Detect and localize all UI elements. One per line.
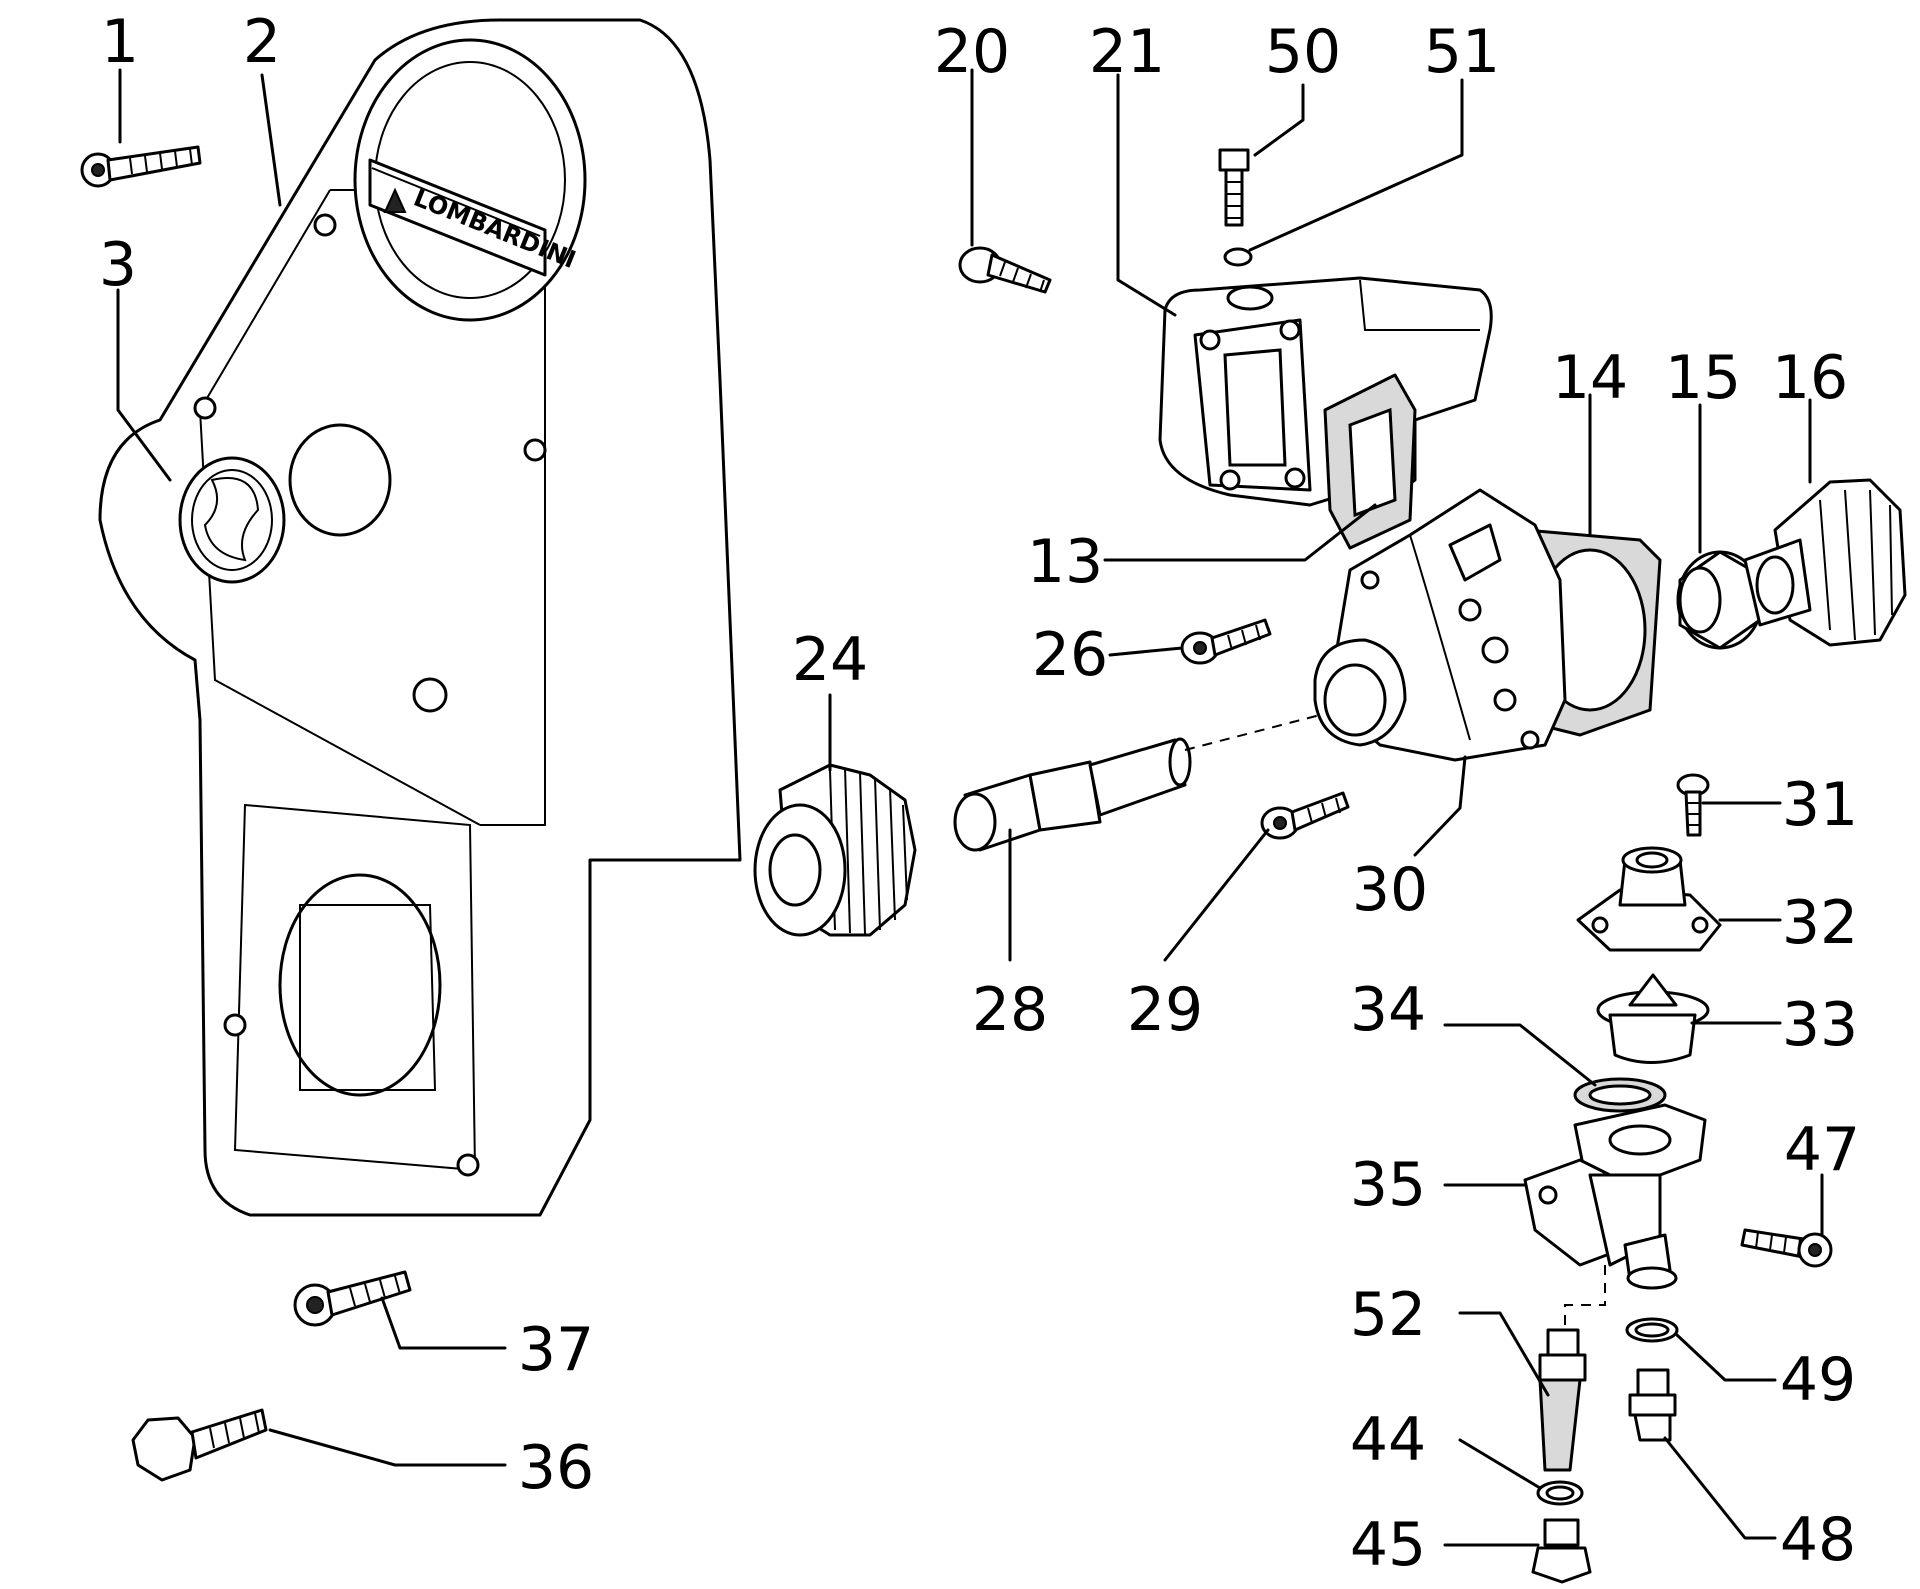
fitting-48	[1628, 1368, 1677, 1442]
label-part-37: 37	[518, 1315, 594, 1385]
shaft-axis-line	[1184, 714, 1321, 751]
label-part-30: 30	[1352, 855, 1428, 925]
label-part-44: 44	[1350, 1405, 1426, 1475]
label-part-26: 26	[1032, 620, 1108, 690]
label-part-15: 15	[1665, 343, 1741, 413]
housing-axis-line	[1564, 1265, 1606, 1330]
washer-51	[1223, 247, 1253, 267]
label-part-2: 2	[243, 7, 281, 77]
cover-plug	[178, 456, 286, 584]
hex-bolt-36	[131, 1408, 268, 1482]
label-part-45: 45	[1350, 1510, 1426, 1580]
label-part-3: 3	[99, 230, 137, 300]
screw-20	[958, 246, 1052, 294]
label-part-35: 35	[1350, 1150, 1426, 1220]
label-part-36: 36	[518, 1433, 594, 1503]
label-part-13: 13	[1027, 527, 1103, 597]
timing-cover: LOMBARDINI	[98, 18, 742, 1217]
bushing-15	[1676, 550, 1764, 650]
manifold-21	[1158, 276, 1493, 507]
label-part-52: 52	[1350, 1280, 1426, 1350]
screw-31	[1676, 773, 1710, 837]
part-number-labels: 1 2 3 20 21 50 51 13 14 15 16 24 26 28 2…	[99, 7, 1860, 1580]
thermostat-cover-32	[1576, 846, 1722, 952]
label-part-50: 50	[1265, 17, 1341, 87]
label-part-31: 31	[1782, 770, 1858, 840]
screw-1	[80, 145, 202, 188]
label-part-47: 47	[1784, 1115, 1860, 1185]
screw-29	[1260, 791, 1350, 840]
label-part-51: 51	[1424, 17, 1500, 87]
label-part-28: 28	[972, 975, 1048, 1045]
screw-37	[293, 1270, 412, 1327]
screw-47	[1740, 1228, 1833, 1268]
ring-49-hole	[1634, 1322, 1670, 1338]
label-part-33: 33	[1782, 990, 1858, 1060]
thermostat-housing-35	[1523, 1103, 1707, 1290]
gasket-34-hole	[1588, 1084, 1652, 1106]
sensor-52	[1538, 1328, 1587, 1472]
label-part-16: 16	[1772, 343, 1848, 413]
label-part-20: 20	[934, 17, 1010, 87]
washer-44-hole	[1545, 1485, 1575, 1501]
label-part-24: 24	[792, 625, 868, 695]
gear-24	[753, 763, 917, 937]
screw-26	[1180, 618, 1272, 665]
gasket-13	[1323, 373, 1417, 550]
shaft-28	[953, 737, 1192, 852]
label-part-32: 32	[1782, 888, 1858, 958]
label-part-49: 49	[1780, 1345, 1856, 1415]
leader-lines	[116, 68, 1824, 1547]
label-part-1: 1	[101, 7, 139, 77]
label-part-21: 21	[1089, 17, 1165, 87]
impeller-16	[1743, 478, 1907, 647]
water-pump-30	[1313, 488, 1567, 762]
label-part-34: 34	[1350, 975, 1426, 1045]
label-part-29: 29	[1127, 975, 1203, 1045]
plug-45	[1531, 1518, 1592, 1584]
thermostat-33	[1596, 973, 1710, 1064]
label-part-48: 48	[1780, 1505, 1856, 1575]
label-part-14: 14	[1552, 343, 1628, 413]
screw-50	[1218, 148, 1250, 227]
